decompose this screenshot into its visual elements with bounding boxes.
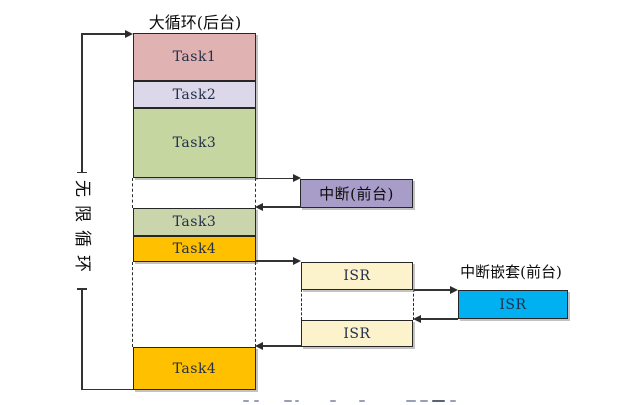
- arrow-interrupt-return-head-icon: [255, 203, 263, 211]
- loop-bracket-tick-bottom: [77, 288, 87, 290]
- interrupt-foreground-label: 中断(前台): [319, 185, 394, 203]
- loop-bracket-tick-top: [77, 171, 87, 174]
- task1-label: Task1: [172, 49, 217, 65]
- task3-box-second: Task3: [133, 208, 256, 236]
- column-dash-right-gap1: [255, 178, 256, 208]
- caption-remnant: [243, 400, 249, 403]
- nested-isr-box: ISR: [458, 290, 568, 319]
- column-dash-left-gap2: [132, 262, 134, 347]
- loop-bracket-line-lower: [81, 289, 83, 390]
- caption-remnant: [406, 400, 416, 403]
- task3-box-first: Task3: [133, 108, 256, 178]
- interrupt-foreground-box: 中断(前台): [300, 179, 413, 208]
- task3-label-second: Task3: [172, 214, 217, 230]
- isr-label-first: ISR: [343, 268, 371, 284]
- task2-box: Task2: [133, 81, 256, 108]
- isr-box-first: ISR: [301, 262, 413, 290]
- isr-dash-left: [300, 289, 302, 320]
- task1-box: Task1: [133, 33, 256, 81]
- arrow-nested-return-head-icon: [413, 315, 421, 323]
- arrow-task3-to-interrupt-line: [256, 177, 294, 180]
- task4-label-second: Task4: [172, 360, 217, 377]
- column-dash-left-gap1: [132, 178, 134, 208]
- loop-entry-line: [82, 33, 126, 35]
- nested-isr-label: ISR: [499, 296, 527, 313]
- isr-dash-right: [412, 289, 414, 320]
- isr-label-second: ISR: [343, 325, 371, 342]
- caption-remnant: [450, 400, 456, 403]
- task4-box-second: Task4: [133, 347, 256, 390]
- caption-remnant: [359, 400, 365, 403]
- arrow-interrupt-return-line: [262, 206, 301, 208]
- task4-box-first: Task4: [133, 236, 256, 262]
- caption-remnant: [432, 400, 445, 403]
- task4-label-first: Task4: [172, 241, 217, 257]
- arrow-isr-to-nested-line: [414, 289, 451, 291]
- arrow-isr-to-nested-head-icon: [450, 285, 458, 294]
- loop-entry-arrowhead-icon: [125, 30, 133, 38]
- arrow-isr-return-line: [262, 345, 301, 347]
- nested-interrupt-title: 中断嵌套(前台): [460, 263, 562, 281]
- caption-remnant: [420, 400, 428, 403]
- column-dash-right-gap2: [255, 262, 256, 347]
- caption-remnant: [295, 400, 299, 403]
- task3-label-first: Task3: [172, 135, 217, 151]
- isr-box-second: ISR: [301, 320, 413, 347]
- big-loop-title: 大循环(后台): [148, 13, 242, 32]
- task2-label: Task2: [172, 86, 217, 103]
- arrow-nested-return-line: [420, 318, 458, 320]
- caption-remnant: [254, 400, 259, 403]
- arrow-task3-to-interrupt-head-icon: [293, 174, 301, 183]
- infinite-loop-label: 无限循环: [72, 180, 92, 280]
- arrow-isr-return-head-icon: [255, 342, 263, 351]
- loop-bracket-line-upper: [81, 33, 83, 172]
- caption-remnant: [330, 400, 336, 403]
- loop-return-line: [82, 388, 134, 391]
- caption-remnant: [284, 400, 292, 403]
- arrow-task4-to-isr-head-icon: [293, 257, 301, 266]
- arrow-task4-to-isr-line: [256, 260, 294, 262]
